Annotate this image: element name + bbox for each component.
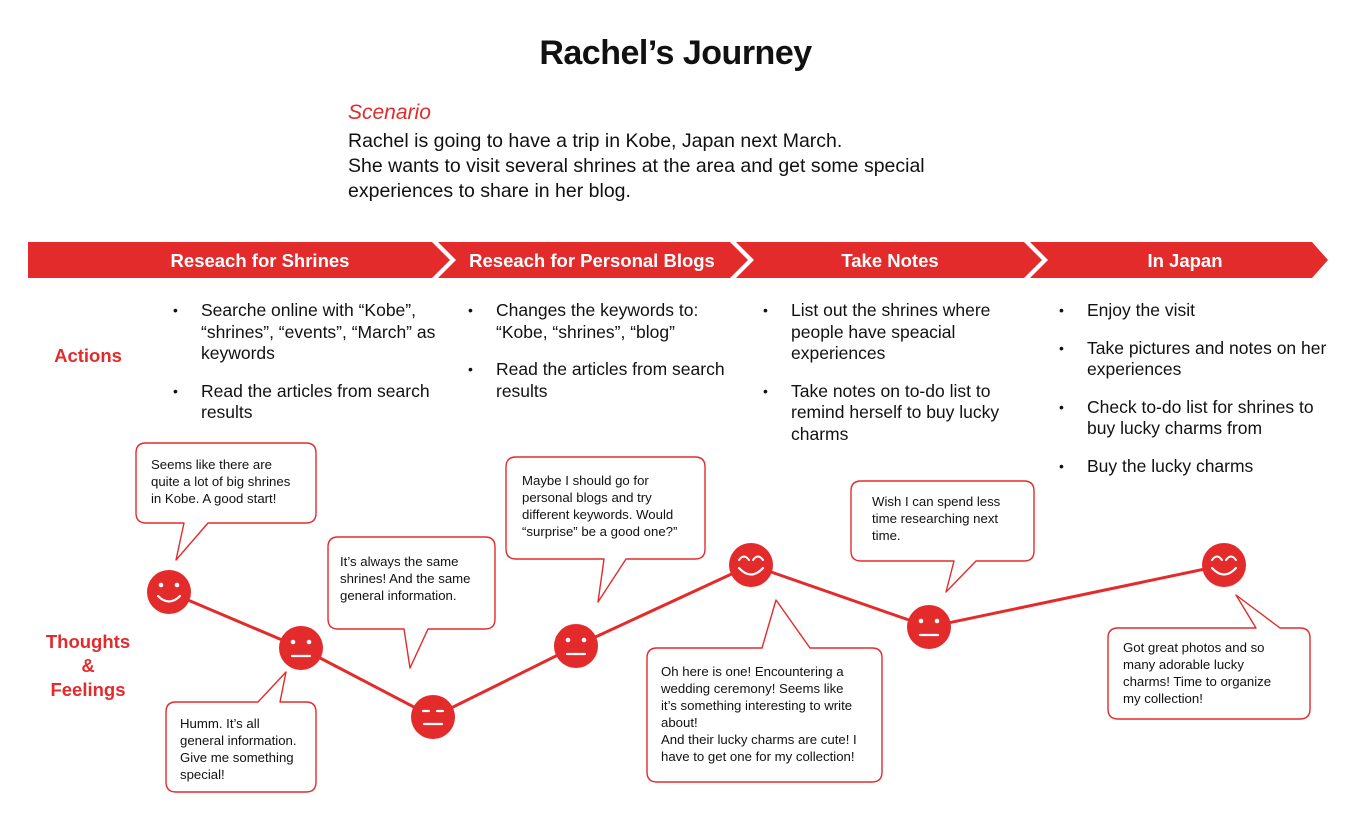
action-list: Searche online with “Kobe”, “shrines”, “… bbox=[173, 300, 443, 440]
thought-text: Wish I can spend less time researching n… bbox=[872, 494, 1001, 543]
speech-bubble bbox=[135, 442, 317, 561]
action-item: Check to-do list for shrines to buy luck… bbox=[1059, 397, 1329, 440]
thought-text: Seems like there are quite a lot of big … bbox=[151, 457, 291, 506]
stage-chevron bbox=[736, 242, 1042, 278]
thought-text: Got great photos and so many adorable lu… bbox=[1123, 640, 1272, 706]
stage-label: Take Notes bbox=[841, 250, 939, 271]
action-item: Changes the keywords to: “Kobe, “shrines… bbox=[468, 300, 738, 343]
action-list: List out the shrines where people have s… bbox=[763, 300, 1023, 461]
face-happy-icon bbox=[147, 570, 191, 614]
speech-bubble bbox=[327, 536, 496, 669]
stage-label: In Japan bbox=[1147, 250, 1223, 271]
stage-bar bbox=[28, 242, 1328, 278]
thought-text: Maybe I should go for personal blogs and… bbox=[522, 473, 678, 539]
thought-text: It’s always the same shrines! And the sa… bbox=[340, 554, 471, 603]
face-unhappy-icon bbox=[411, 695, 455, 739]
action-item: Read the articles from search results bbox=[468, 359, 738, 402]
scenario-line: Rachel is going to have a trip in Kobe, … bbox=[348, 130, 843, 152]
speech-bubble bbox=[1107, 594, 1311, 720]
speech-bubble bbox=[165, 671, 317, 793]
stage-chevron bbox=[438, 242, 748, 278]
face-neutral-icon bbox=[907, 605, 951, 649]
action-list: Changes the keywords to: “Kobe, “shrines… bbox=[468, 300, 738, 418]
action-item: Read the articles from search results bbox=[173, 381, 443, 424]
thought-text: Humm. It’s all general information. Give… bbox=[180, 716, 297, 782]
action-item: List out the shrines where people have s… bbox=[763, 300, 1023, 365]
scenario-line: She wants to visit several shrines at th… bbox=[348, 155, 925, 177]
row-label-thoughts: Feelings bbox=[50, 679, 126, 700]
face-neutral-icon bbox=[554, 624, 598, 668]
row-label-thoughts: Thoughts bbox=[45, 631, 131, 652]
face-neutral-icon bbox=[279, 626, 323, 670]
thought-text: Oh here is one! Encountering a wedding c… bbox=[661, 664, 857, 764]
scenario-line: experiences to share in her blog. bbox=[348, 180, 631, 202]
action-item: Take notes on to-do list to remind herse… bbox=[763, 381, 1023, 446]
speech-bubble bbox=[850, 480, 1035, 593]
row-label-actions: Actions bbox=[54, 345, 122, 366]
face-very-happy-icon bbox=[1202, 543, 1246, 587]
stage-label: Reseach for Shrines bbox=[170, 250, 350, 271]
action-item: Enjoy the visit bbox=[1059, 300, 1329, 322]
action-list: Enjoy the visit Take pictures and notes … bbox=[1059, 300, 1329, 493]
page-title: Rachel’s Journey bbox=[539, 34, 812, 72]
stage-chevron bbox=[1030, 242, 1328, 278]
speech-bubble bbox=[646, 599, 883, 783]
action-item: Take pictures and notes on her experienc… bbox=[1059, 338, 1329, 381]
stage-chevron bbox=[28, 242, 450, 278]
scenario-label: Scenario bbox=[348, 101, 431, 124]
speech-bubble bbox=[505, 456, 706, 603]
face-very-happy-icon bbox=[729, 543, 773, 587]
stage-label: Reseach for Personal Blogs bbox=[469, 250, 715, 271]
action-item: Searche online with “Kobe”, “shrines”, “… bbox=[173, 300, 443, 365]
action-item: Buy the lucky charms bbox=[1059, 456, 1329, 478]
row-label-thoughts: & bbox=[81, 655, 95, 676]
